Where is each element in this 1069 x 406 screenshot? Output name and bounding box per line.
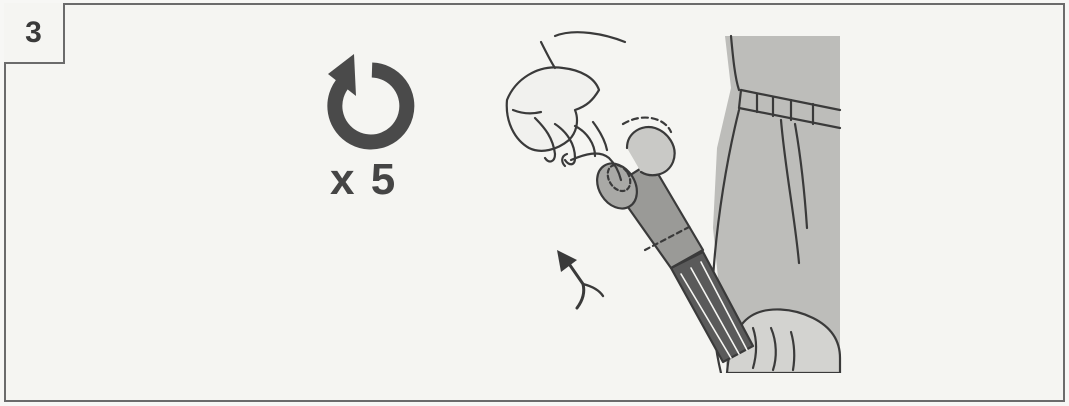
- upward-direction-arrow-icon: [557, 250, 603, 308]
- crank-hand: [507, 32, 625, 164]
- tool-body: [589, 118, 703, 268]
- counterclockwise-rotate-arrow-icon: [316, 52, 416, 152]
- repeat-count-label: x 5: [330, 158, 397, 202]
- step-number-badge: 3: [4, 3, 65, 64]
- tool-usage-illustration: [495, 28, 845, 373]
